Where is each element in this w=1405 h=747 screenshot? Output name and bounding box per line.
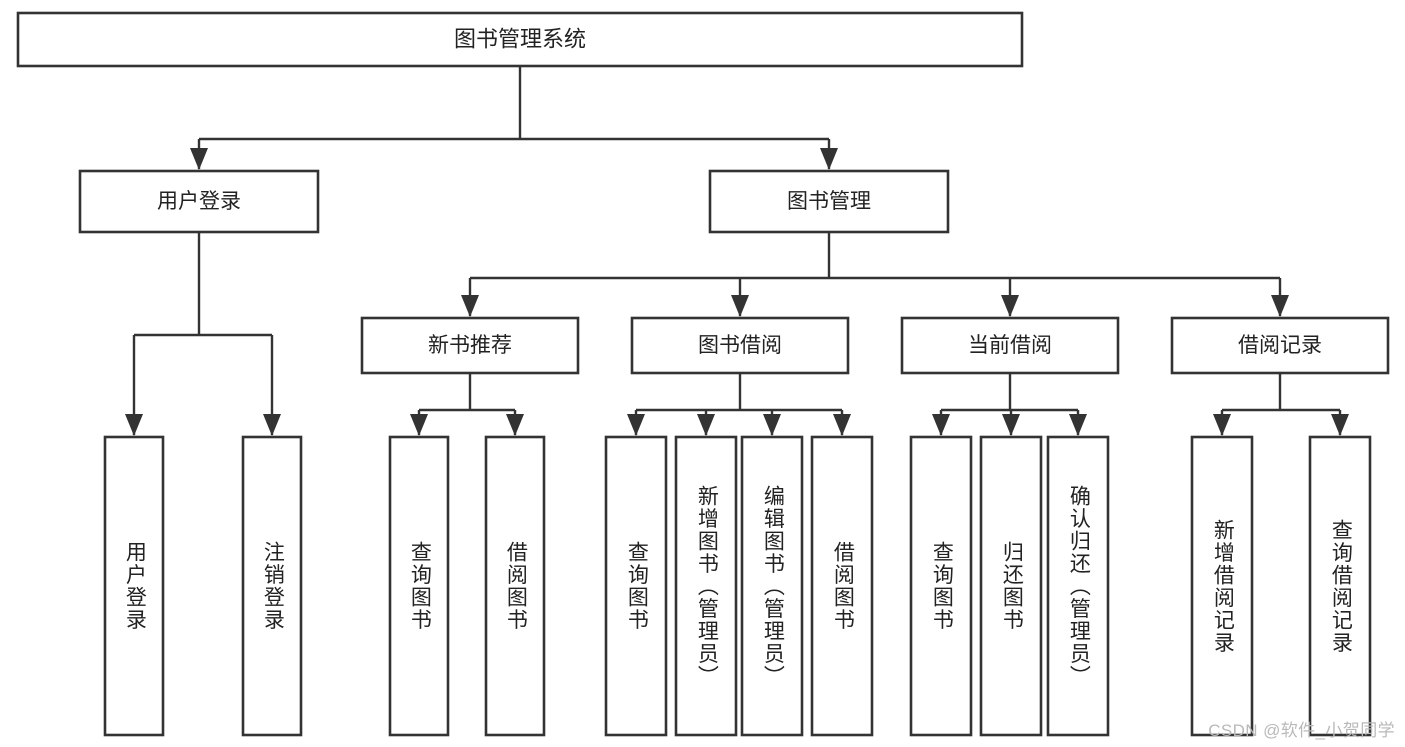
node-current-borrow[interactable]: [900, 316, 1120, 375]
leaf-leaf-query-book-rec[interactable]: [388, 435, 450, 737]
leaf-leaf-user-login[interactable]: [103, 435, 165, 737]
connectors-layer: [125, 66, 1349, 436]
leaf-leaf-borrow-book[interactable]: [810, 435, 874, 737]
leaf-leaf-borrow-book-rec[interactable]: [484, 435, 546, 737]
leaf-leaf-logout[interactable]: [241, 435, 303, 737]
watermark-text: CSDN @软件_小贺同学: [1208, 721, 1395, 740]
node-new-book-recommend[interactable]: [360, 316, 580, 375]
node-book-borrow-label: 图书借阅: [698, 334, 782, 357]
node-user-login-label: 用户登录: [157, 190, 241, 213]
leaf-leaf-query-record[interactable]: [1308, 435, 1372, 737]
node-user-login[interactable]: [78, 169, 320, 234]
leaf-leaf-add-book[interactable]: [674, 435, 738, 737]
leaf-leaf-edit-book[interactable]: [740, 435, 804, 737]
node-book-borrow[interactable]: [630, 316, 850, 375]
leaf-leaf-return-book[interactable]: [979, 435, 1043, 737]
node-current-borrow-label: 当前借阅: [968, 334, 1052, 357]
node-new-book-recommend-label: 新书推荐: [428, 334, 512, 357]
leaf-leaf-query-book-cur[interactable]: [909, 435, 973, 737]
leaf-leaf-query-book-borrow[interactable]: [604, 435, 668, 737]
node-boxes-layer: [16, 11, 1390, 737]
node-book-manage-label: 图书管理: [787, 190, 871, 213]
node-book-manage[interactable]: [708, 169, 950, 234]
leaf-leaf-add-record[interactable]: [1190, 435, 1254, 737]
node-borrow-record[interactable]: [1170, 316, 1390, 375]
node-borrow-record-label: 借阅记录: [1238, 334, 1322, 357]
node-root-root[interactable]: [16, 11, 1024, 68]
leaf-leaf-confirm-return[interactable]: [1046, 435, 1110, 737]
node-root-root-label: 图书管理系统: [454, 26, 586, 51]
